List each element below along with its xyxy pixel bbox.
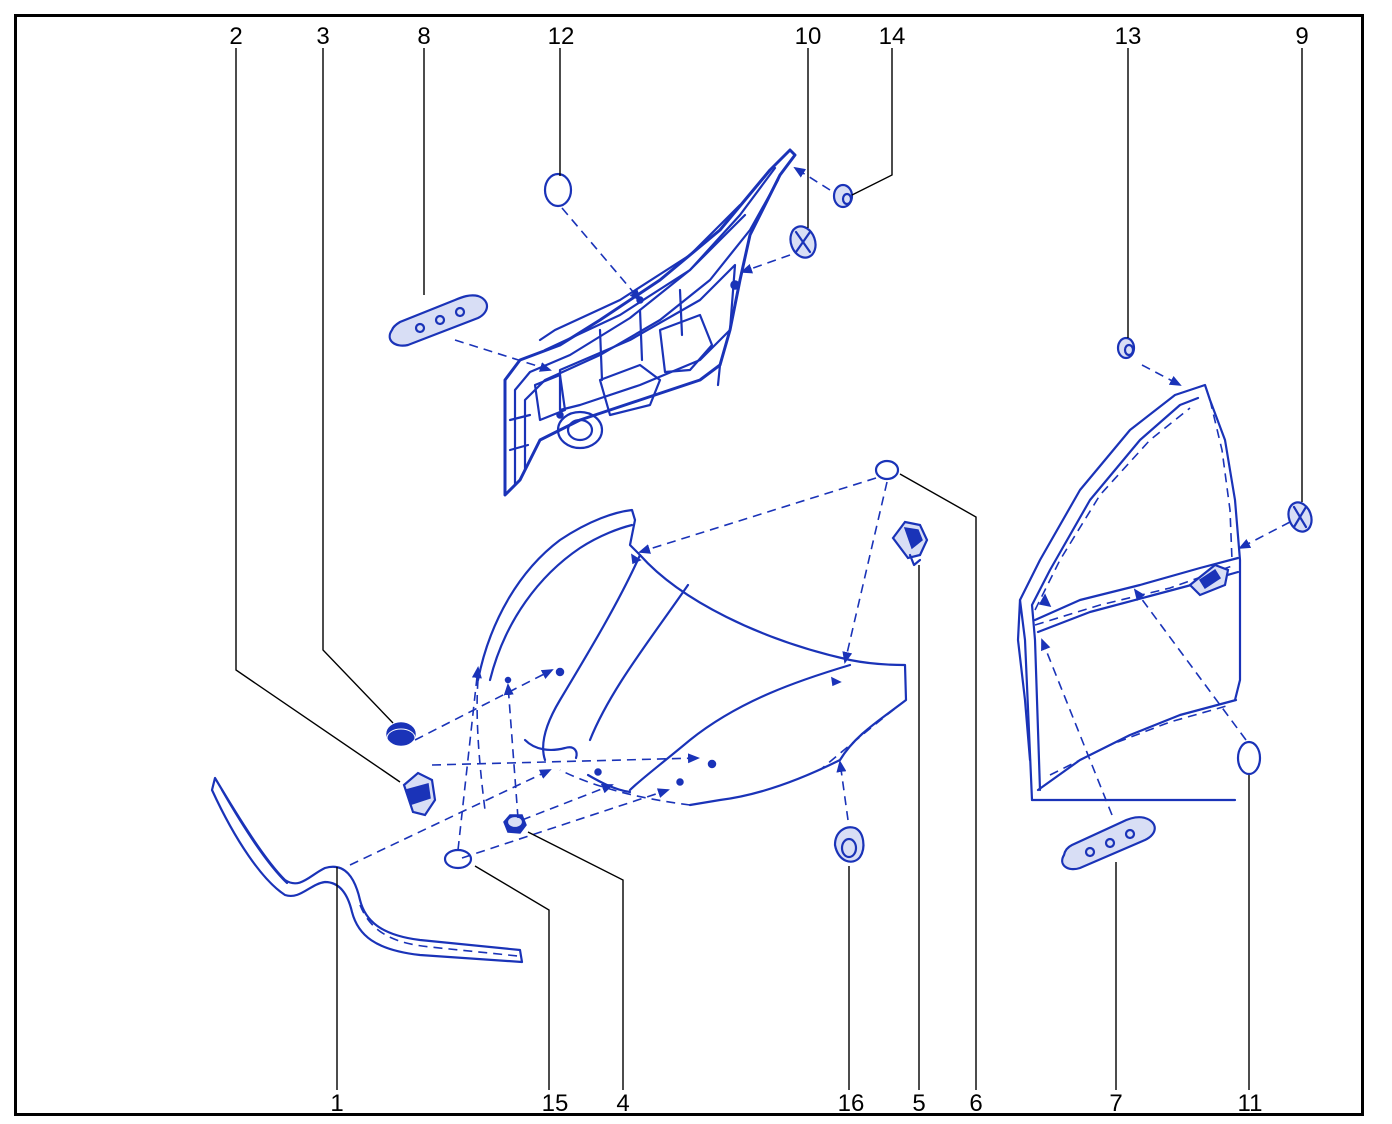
rear-door-hinge — [1188, 563, 1230, 597]
callout-15: 15 — [542, 1090, 569, 1117]
callout-16: 16 — [838, 1090, 865, 1117]
callout-6: 6 — [969, 1090, 982, 1117]
hinge-2 — [402, 771, 437, 817]
callout-14: 14 — [879, 23, 906, 50]
seal-strip-7 — [1061, 816, 1156, 871]
grommet-11 — [1236, 740, 1262, 776]
callout-12: 12 — [548, 23, 575, 50]
bushing-4 — [503, 814, 527, 834]
weatherstrip — [210, 776, 524, 964]
callout-13: 13 — [1115, 23, 1142, 50]
grommet-12 — [543, 172, 573, 208]
plug-3 — [386, 722, 416, 748]
callout-9: 9 — [1295, 23, 1308, 50]
grommet-15 — [443, 848, 473, 870]
callout-2: 2 — [229, 23, 242, 50]
callout-11: 11 — [1238, 1090, 1263, 1117]
callout-numbers: 2 3 8 12 10 14 13 9 1 15 4 16 5 6 7 11 — [229, 23, 1308, 1117]
callout-1: 1 — [330, 1090, 343, 1117]
bushing-13 — [1116, 336, 1136, 360]
diagram-frame — [14, 14, 1364, 1116]
inner-door-panel — [503, 148, 797, 497]
hinge-5 — [891, 520, 929, 567]
leader-lines — [235, 48, 1303, 1090]
callout-10: 10 — [795, 23, 822, 50]
bushing-14 — [832, 183, 854, 209]
plug-10 — [789, 225, 817, 259]
outer-door-skin — [476, 508, 908, 811]
grommet-6 — [874, 459, 900, 481]
seal-strip-8 — [388, 294, 489, 347]
callout-3: 3 — [316, 23, 329, 50]
grommet-16 — [833, 826, 865, 863]
callout-8: 8 — [417, 23, 430, 50]
assembly-lines — [349, 166, 1291, 866]
callout-4: 4 — [616, 1090, 629, 1117]
callout-7: 7 — [1109, 1090, 1122, 1117]
rear-door — [1016, 383, 1242, 802]
plug-9 — [1287, 501, 1313, 533]
callout-5: 5 — [912, 1090, 925, 1117]
